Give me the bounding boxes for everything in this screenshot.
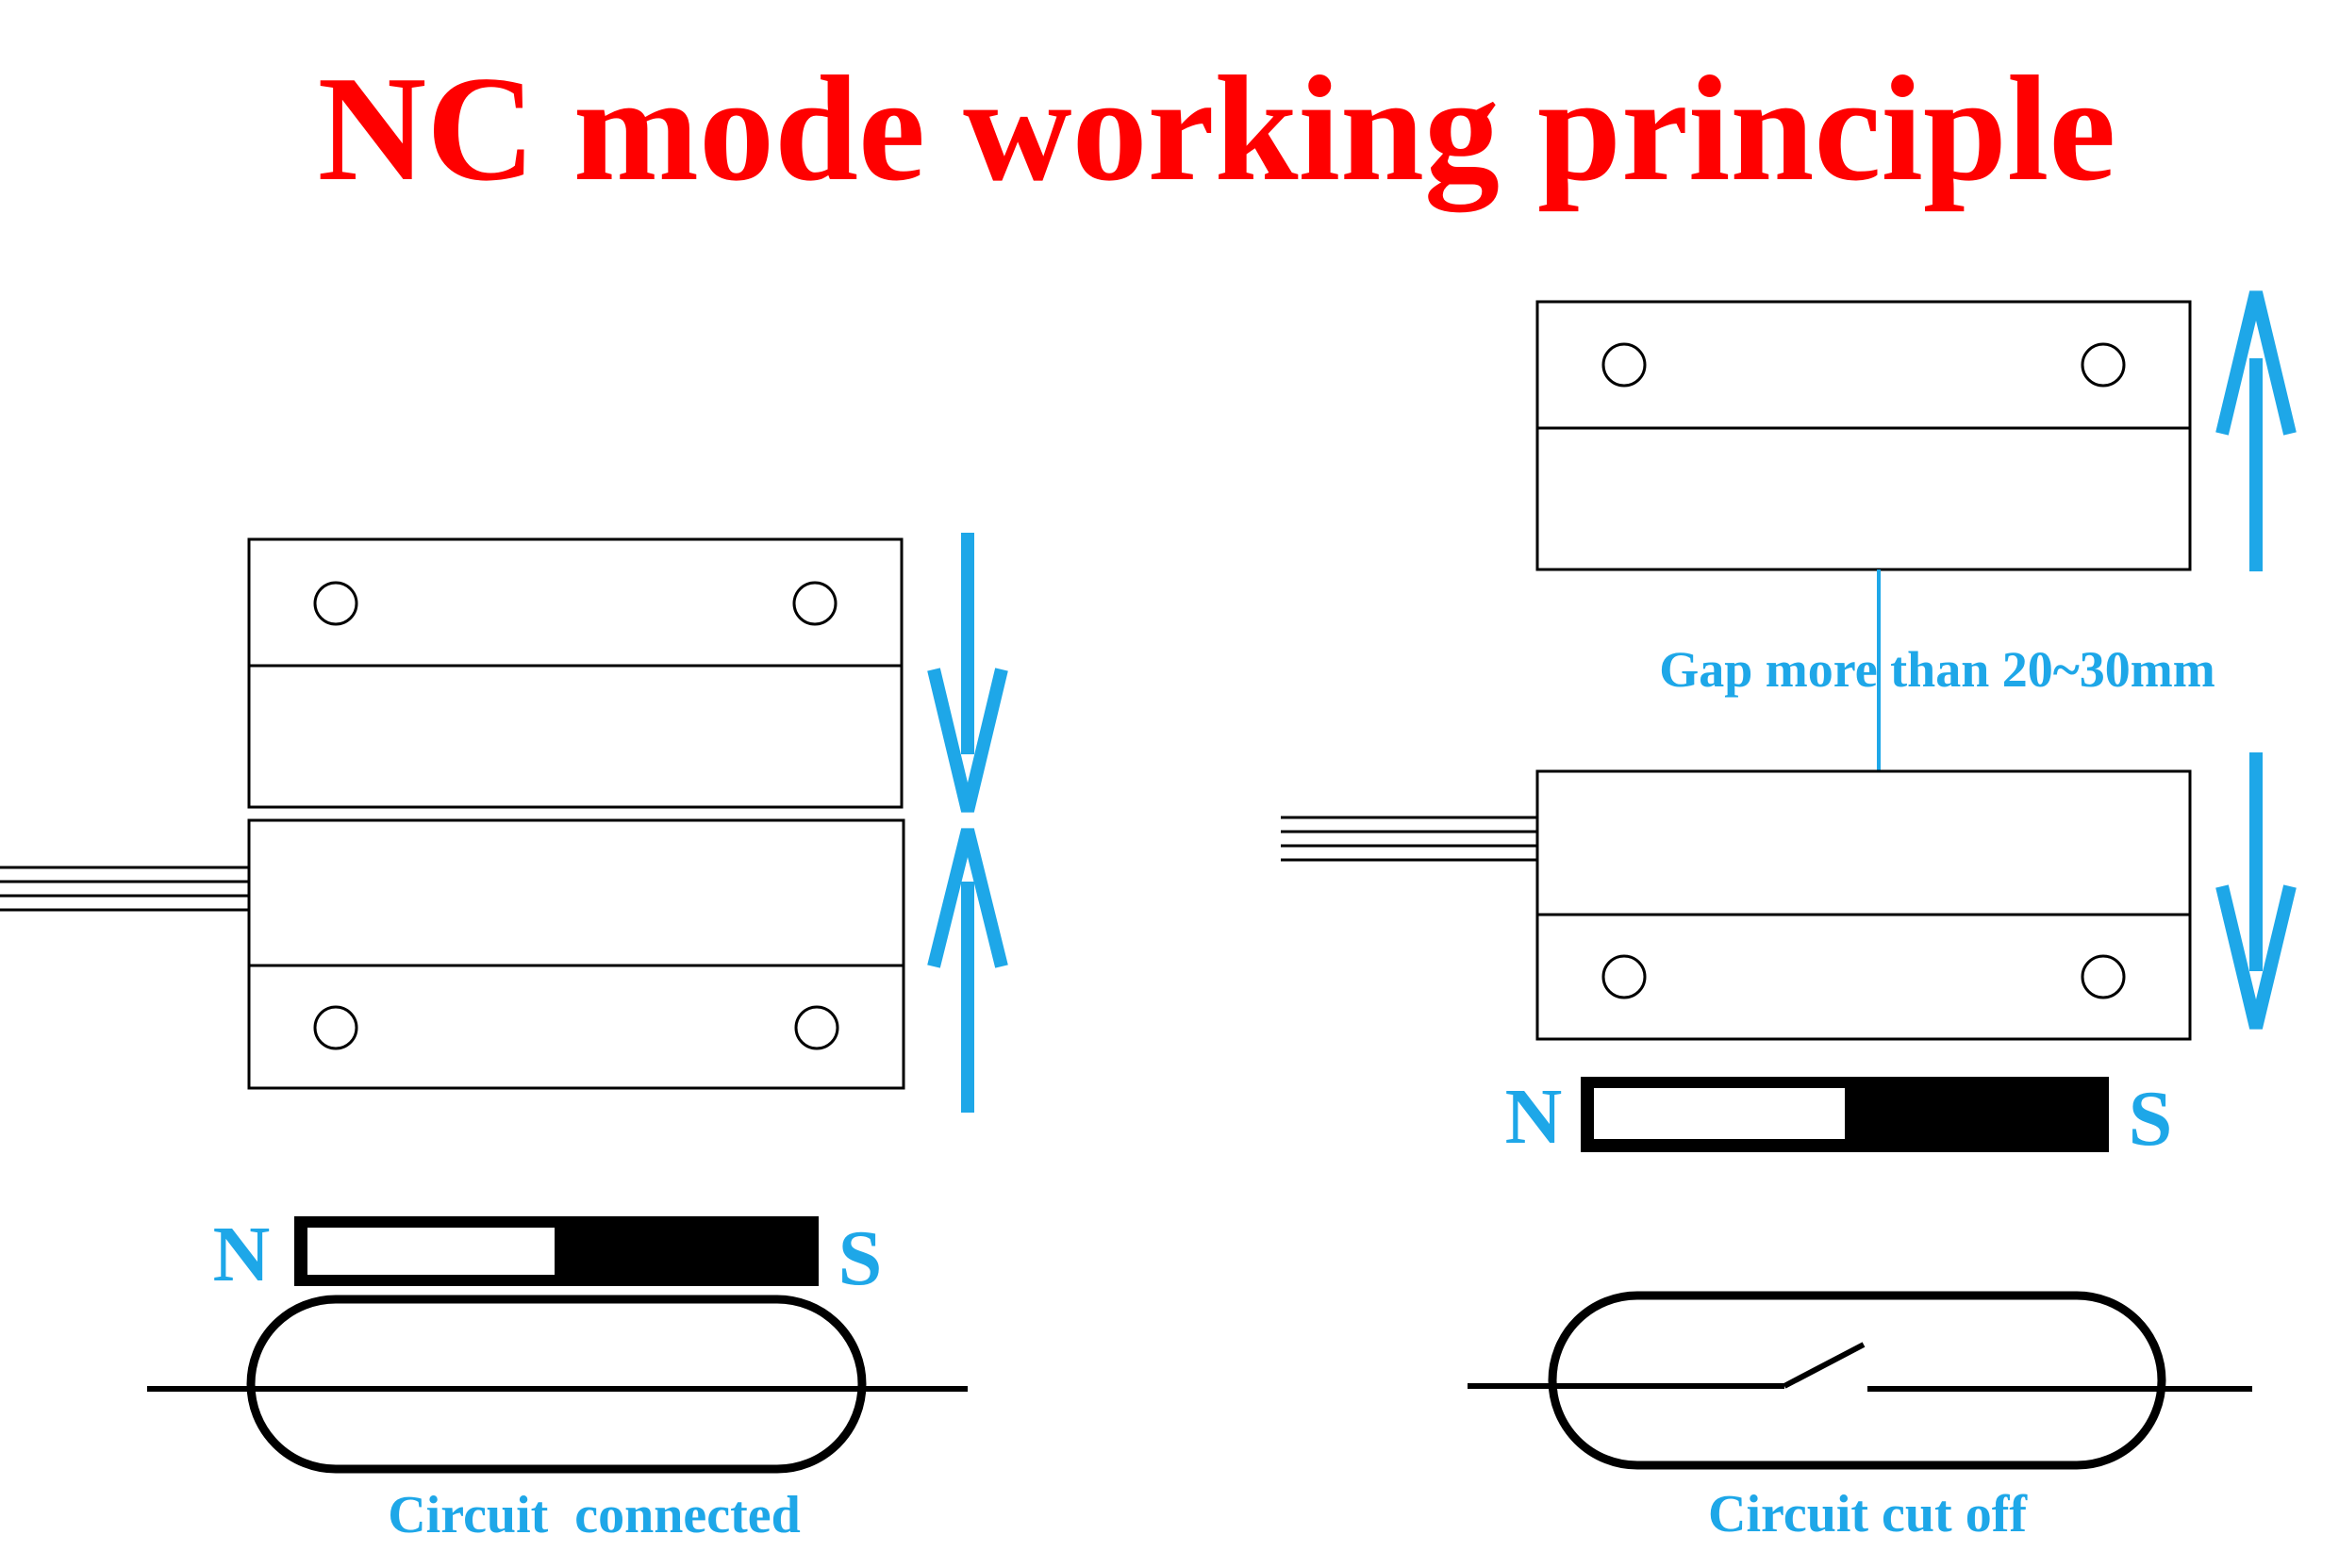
right-bar-magnet: N S — [1505, 1073, 2173, 1163]
reed-switch-open-icon — [1468, 1291, 2252, 1470]
left-lead-wires — [0, 866, 249, 912]
page-title: NC mode working principle — [318, 44, 2116, 213]
left-bar-magnet: N S — [213, 1211, 883, 1302]
mounting-hole-icon — [1601, 954, 1647, 999]
reed-switch-closed-icon — [147, 1295, 968, 1474]
left-magnet-housing — [247, 537, 904, 809]
right-lead-wires — [1281, 816, 1537, 862]
right-panel: Gap more than 20~30mm N — [1281, 290, 2297, 1543]
mounting-hole-icon — [2081, 954, 2126, 999]
circuit-cut-off-caption: Circuit cut off — [1708, 1485, 2028, 1543]
mounting-hole-icon — [313, 581, 358, 626]
gap-label: Gap more than 20~30mm — [1659, 641, 2215, 698]
arrow-down-icon — [2215, 752, 2297, 1030]
mounting-hole-icon — [2081, 342, 2126, 388]
circuit-connected-caption: Circuit connected — [388, 1486, 801, 1544]
magnet-south-label: S — [838, 1214, 883, 1302]
magnet-south-label: S — [2129, 1075, 2173, 1163]
right-magnet-housing — [1535, 300, 2192, 571]
mounting-hole-icon — [1601, 342, 1647, 388]
mounting-hole-icon — [794, 1005, 839, 1050]
mounting-hole-icon — [313, 1005, 358, 1050]
magnet-north-label: N — [213, 1211, 271, 1298]
arrow-up-icon — [927, 828, 1008, 1113]
left-switch-housing — [247, 818, 905, 1090]
right-switch-housing — [1535, 769, 2192, 1041]
arrow-down-icon — [927, 533, 1008, 813]
mounting-hole-icon — [792, 581, 838, 626]
magnet-north-label: N — [1505, 1073, 1563, 1161]
left-panel: N S Circuit connected — [0, 533, 1008, 1544]
arrow-up-icon — [2215, 290, 2297, 571]
